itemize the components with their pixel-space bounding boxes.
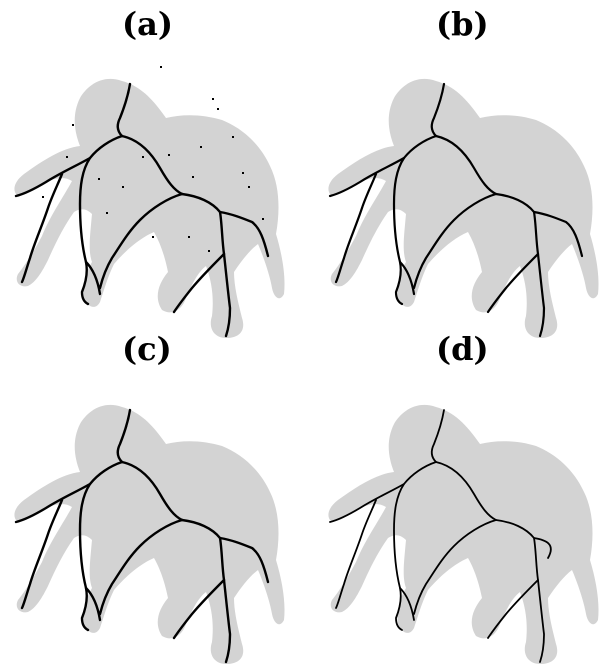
- panel-b-figure: [316, 36, 599, 346]
- panel-d-figure: [316, 362, 599, 672]
- panel-label-d: (d): [436, 330, 489, 368]
- panel-label-c: (c): [122, 330, 172, 368]
- elephant-silhouette: [328, 404, 599, 664]
- elephant-skeleton-d: [328, 404, 599, 664]
- panel-label-b: (b): [436, 5, 489, 43]
- elephant-silhouette: [328, 78, 599, 339]
- panel-a-figure: [2, 36, 292, 346]
- elephant-skeleton-c: [14, 404, 285, 664]
- elephant-silhouette: [14, 78, 285, 339]
- elephant-skeleton-a: [14, 66, 285, 339]
- elephant-skeleton-b: [328, 78, 599, 339]
- panel-label-a: (a): [122, 5, 174, 43]
- noise-points: [42, 66, 264, 252]
- elephant-silhouette: [14, 404, 285, 664]
- panel-c-figure: [2, 362, 292, 672]
